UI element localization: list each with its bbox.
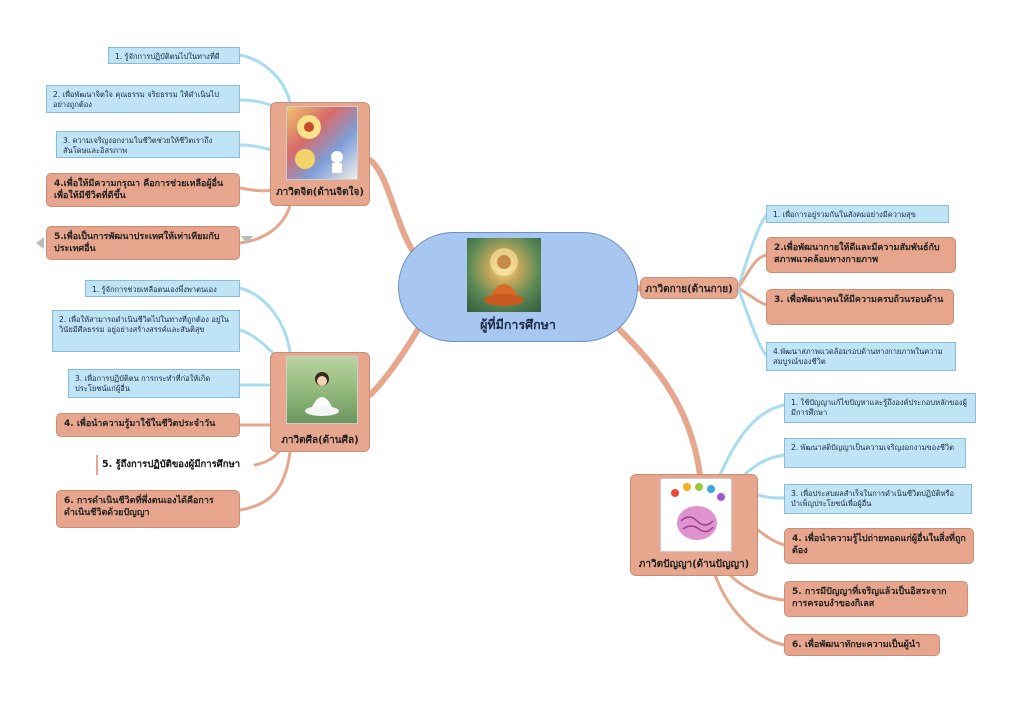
body-item-1[interactable]: 1. เพื่อการอยู่รวมกันในสังคมอย่างมีความส… (766, 205, 949, 223)
branch-mind[interactable]: ภาวิตจิต(ด้านจิตใจ) (270, 102, 370, 206)
morality-item-5[interactable]: 5. รู้ถึงการปฏิบัติของผู้มีการศึกษา (96, 455, 262, 475)
meditating-person-image (286, 356, 358, 424)
branch-wisdom[interactable]: ภาวิตปัญญา(ด้านปัญญา) (630, 474, 758, 576)
mind-meditation-image (286, 106, 358, 180)
wisdom-item-6[interactable]: 6. เพื่อพัฒนาทักษะความเป็นผู้นำ (784, 634, 940, 656)
wisdom-item-1[interactable]: 1. ใช้ปัญญาแก้ไขปัญหาและรู้ถึงองค์ประกอบ… (784, 393, 976, 423)
body-item-3[interactable]: 3. เพื่อพัฒนาคนให้มีความครบถ้วนรอบด้าน (766, 289, 954, 325)
morality-item-3[interactable]: 3. เพื่อการปฏิบัติตน การกระทำที่ก่อให้เก… (68, 369, 240, 398)
branch-body[interactable]: ภาวิตกาย(ด้านกาย) (640, 277, 738, 299)
branch-morality[interactable]: ภาวิตศีล(ด้านศีล) (270, 352, 370, 452)
branch-mind-label: ภาวิตจิต(ด้านจิตใจ) (276, 187, 364, 198)
central-topic-title: ผู้ที่มีการศึกษา (480, 317, 556, 332)
branch-morality-label: ภาวิตศีล(ด้านศีล) (281, 435, 359, 446)
morality-item-2[interactable]: 2. เพื่อให้สามารถดำเนินชีวิตไปในทางที่ถู… (52, 310, 240, 352)
mind-item-4[interactable]: 4.เพื่อให้มีความกรุณา คือการช่วยเหลือผู้… (46, 173, 240, 207)
collapse-left-arrow-icon[interactable] (36, 237, 44, 249)
collapse-down-arrow-icon[interactable] (241, 236, 253, 244)
body-item-2[interactable]: 2.เพื่อพัฒนากายให้ดีและมีความสัมพันธ์กับ… (766, 237, 956, 273)
body-item-4[interactable]: 4.พัฒนาสภาพแวดล้อมรอบด้านทางกายภาพในความ… (766, 342, 956, 371)
wisdom-item-4[interactable]: 4. เพื่อนำความรู้ไปถ่ายทอดแก่ผู้อื่นในสิ… (784, 528, 974, 564)
branch-body-label: ภาวิตกาย(ด้านกาย) (645, 284, 733, 295)
mind-item-2[interactable]: 2. เพื่อพัฒนาจิตใจ คุณธรรม จริยธรรม ให้ด… (46, 85, 240, 113)
meditating-buddha-image (467, 238, 541, 312)
morality-item-1[interactable]: 1. รู้จักการช่วยเหลือตนเองพึ่งพาตนเอง (85, 280, 240, 297)
morality-item-6[interactable]: 6. การดำเนินชีวิตที่พึ่งตนเองได้คือการดำ… (56, 490, 240, 528)
morality-item-4[interactable]: 4. เพื่อนำความรู้มาใช้ในชีวิตประจำวัน (56, 413, 240, 437)
wisdom-item-5[interactable]: 5. การมีปัญญาที่เจริญแล้วเป็นอิสระจากการ… (784, 581, 968, 617)
central-topic[interactable]: ผู้ที่มีการศึกษา (398, 232, 638, 342)
mind-item-1[interactable]: 1. รู้จักการปฏิบัติตนไปในทางที่ดี (108, 47, 240, 64)
wisdom-item-2[interactable]: 2. พัฒนาสติปัญญาเป็นความเจริญงอกงามของชี… (784, 438, 966, 468)
mind-item-3[interactable]: 3. ความเจริญงอกงามในชีวิตช่วยให้ชีวิตเรา… (56, 131, 240, 158)
mind-item-5[interactable]: 5.เพื่อเป็นการพัฒนาประเทศให้เท่าเทียมกับ… (46, 226, 240, 260)
branch-wisdom-label: ภาวิตปัญญา(ด้านปัญญา) (638, 559, 750, 570)
brain-lightbulbs-image (660, 478, 732, 552)
wisdom-item-3[interactable]: 3. เพื่อประสบผลสำเร็จในการดำเนินชีวิตปฏิ… (784, 484, 972, 514)
